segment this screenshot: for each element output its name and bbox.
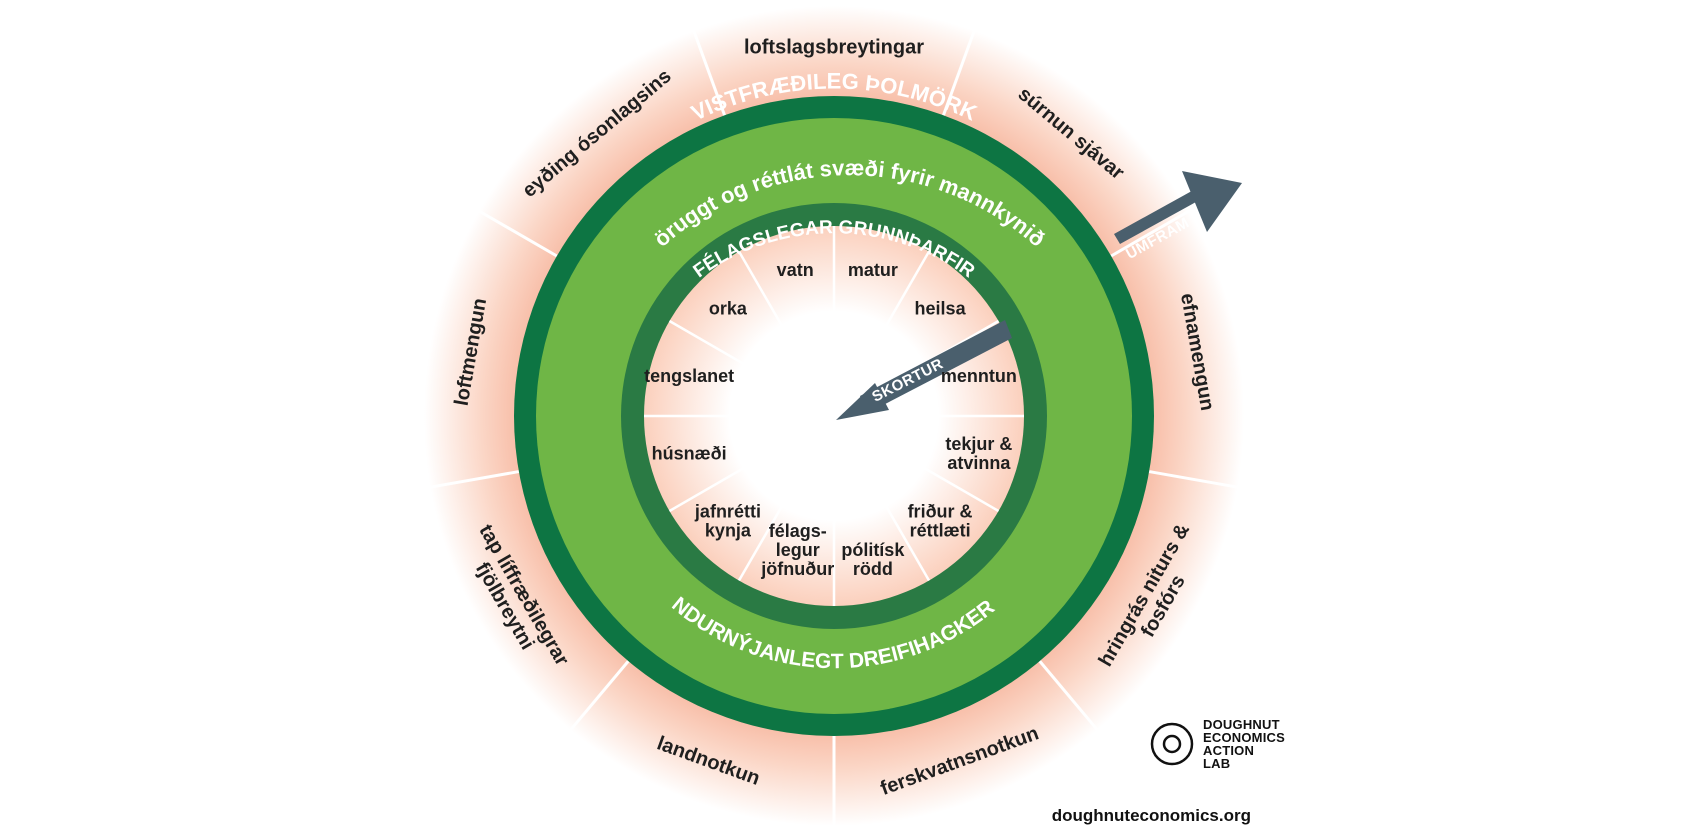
outer-divider [942,30,976,116]
website-link[interactable]: doughnuteconomics.org [1051,806,1251,825]
social-label: menntun [941,366,1017,386]
shortfall-core [644,226,1024,606]
inner-divider [737,250,833,412]
inner-dividers [644,226,1024,606]
outer-divider [692,30,726,116]
social-label: matur [848,260,898,280]
doughnut-logo: DOUGHNUT ECONOMICS ACTION LAB [1149,718,1285,770]
social-foundation-labels: matur heilsa menntun tekjur &atvinna friður … [644,260,1017,579]
inner-divider [835,420,931,582]
outer-divider [569,660,630,732]
outer-divider [1148,470,1239,489]
outer-divider [429,470,520,489]
outer-dividers [429,30,1239,826]
inner-divider [838,417,1000,513]
logo-text: DOUGHNUT ECONOMICS ACTION LAB [1203,717,1285,771]
inner-divider [668,319,830,415]
social-label: tengslanet [644,366,734,386]
inner-divider [835,250,931,412]
social-label: húsnæði [652,444,727,464]
outer-divider [478,209,558,258]
inner-divider [668,417,830,513]
social-label: orka [709,299,748,319]
inner-divider [737,420,833,582]
outer-divider [1038,660,1099,732]
social-label: vatn [777,260,814,280]
doughnut-logo-icon [1150,722,1194,766]
outer-divider [1110,209,1190,258]
social-label: friður &réttlæti [908,501,973,540]
ecological-label: loftslagsbreytingar [744,36,924,58]
social-label: tekjur &atvinna [945,434,1012,473]
social-label: heilsa [915,299,967,319]
